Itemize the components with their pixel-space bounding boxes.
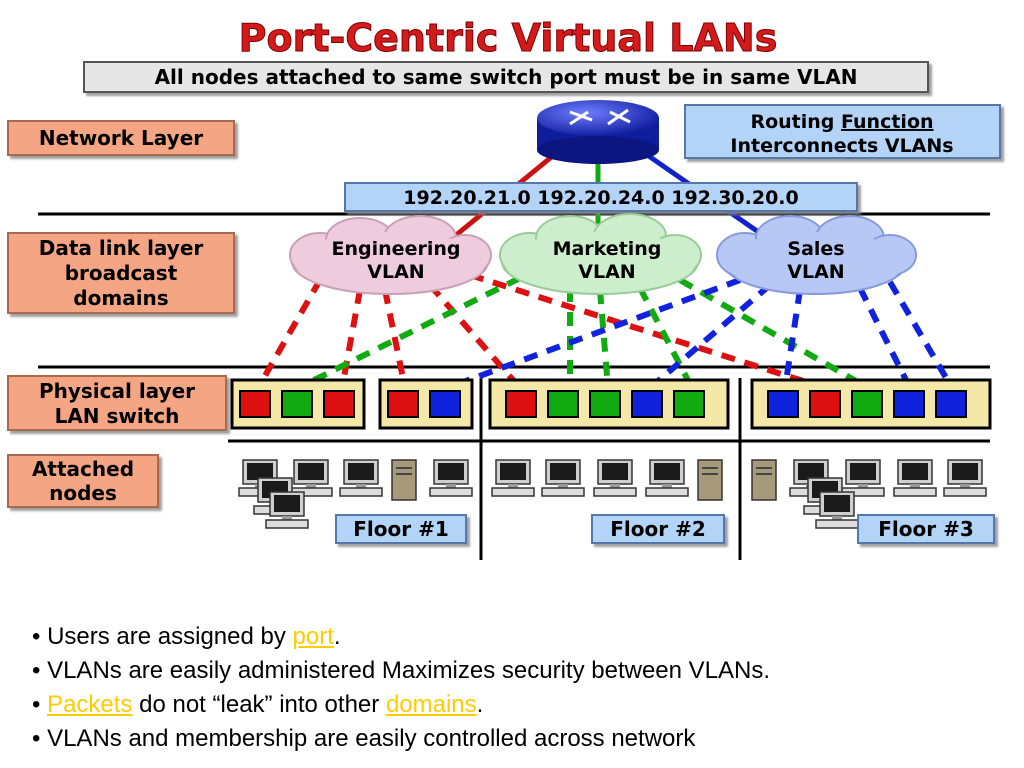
svg-text:broadcast: broadcast (65, 261, 178, 285)
switch-port-red (809, 390, 841, 418)
switch-port-red (387, 390, 419, 418)
svg-text:Floor #3: Floor #3 (878, 517, 974, 541)
svg-text:VLAN: VLAN (787, 261, 844, 283)
svg-text:Network Layer: Network Layer (39, 126, 203, 150)
svg-text:VLAN: VLAN (367, 261, 424, 283)
routing-line2: Interconnects VLANs (730, 135, 953, 157)
svg-text:Floor #2: Floor #2 (610, 517, 706, 541)
workstation-icon (541, 459, 585, 497)
svg-text:Sales: Sales (787, 238, 844, 260)
bullet-item: • Users are assigned by port. (32, 623, 341, 650)
workstation-icon (815, 491, 859, 529)
switch-port-blue (935, 390, 967, 418)
lan-switch-group (378, 378, 474, 430)
svg-text:Data link layer: Data link layer (39, 236, 204, 260)
floor-3-label: Floor #3 (857, 514, 995, 544)
svg-text:Physical layer: Physical layer (39, 379, 195, 403)
function-link: Function (841, 111, 934, 133)
switch-port-green (589, 390, 621, 418)
routing-label: Routing (750, 111, 841, 133)
svg-text:nodes: nodes (49, 481, 117, 505)
server-icon (697, 459, 723, 501)
workstation-icon (645, 459, 689, 497)
lan-switch-group (488, 378, 730, 430)
vlan-cloud-sales: Sales VLAN (716, 215, 917, 295)
svg-text:VLAN: VLAN (578, 261, 635, 283)
domains-link[interactable]: domains (385, 691, 477, 718)
workstation-icon (265, 491, 309, 529)
router-icon (537, 100, 659, 164)
physical-layer-label: Physical layer LAN switch (7, 375, 227, 431)
subnet-box: 192.20.21.0 192.20.24.0 192.30.20.0 (344, 182, 858, 212)
subnet-addresses: 192.20.21.0 192.20.24.0 192.30.20.0 (403, 187, 798, 209)
switch-port-blue (429, 390, 461, 418)
vlan-cloud-marketing: Marketing VLAN (499, 213, 702, 295)
server-icon (751, 459, 777, 501)
svg-text:LAN switch: LAN switch (55, 404, 180, 428)
svg-text:Marketing: Marketing (553, 238, 662, 260)
subtitle-text: All nodes attached to same switch port m… (155, 65, 858, 89)
lan-switch-group (750, 378, 992, 430)
bullet-item: • VLANs are easily administered Maximize… (32, 657, 771, 684)
diagram-title: Port-Centric Virtual LANs (239, 16, 778, 60)
bullet-list: • Users are assigned by port. • VLANs ar… (32, 620, 1012, 756)
switch-port-blue (631, 390, 663, 418)
floor-2-label: Floor #2 (591, 514, 725, 544)
workstation-icon (491, 459, 535, 497)
attached-nodes-label: Attached nodes (7, 454, 159, 508)
switch-port-green (851, 390, 883, 418)
switch-port-green (673, 390, 705, 418)
floor-1-label: Floor #1 (335, 514, 467, 544)
server-icon (391, 459, 417, 501)
svg-text:Routing Function: Routing Function (750, 111, 933, 133)
workstation-icon (943, 459, 987, 497)
subtitle-box: All nodes attached to same switch port m… (83, 61, 929, 93)
switch-port-green (547, 390, 579, 418)
svg-text:Engineering: Engineering (332, 238, 461, 260)
svg-text:domains: domains (73, 286, 168, 310)
routing-function-box: Routing Function Interconnects VLANs (684, 104, 1001, 159)
port-link[interactable]: port (292, 623, 334, 650)
network-layer-label: Network Layer (7, 120, 235, 156)
switch-port-red (323, 390, 355, 418)
svg-text:Attached: Attached (32, 457, 134, 481)
switch-port-green (281, 390, 313, 418)
switch-port-blue (893, 390, 925, 418)
switch-port-red (239, 390, 271, 418)
bullet-item: • VLANs and membership are easily contro… (32, 725, 696, 752)
vlan-cloud-engineering: Engineering VLAN (289, 215, 492, 295)
workstation-icon (429, 459, 473, 497)
vlan-connections (255, 272, 955, 391)
workstation-icon (593, 459, 637, 497)
bullet-item: • Packets do not “leak” into other domai… (32, 691, 484, 718)
workstation-icon (893, 459, 937, 497)
datalink-layer-label: Data link layer broadcast domains (7, 232, 235, 314)
switch-port-red (505, 390, 537, 418)
switch-port-blue (767, 390, 799, 418)
workstation-icon (841, 459, 885, 497)
lan-switch-group (230, 378, 366, 430)
svg-text:Floor #1: Floor #1 (353, 517, 449, 541)
vlan-diagram: Port-Centric Virtual LANs All nodes atta… (7, 16, 1001, 560)
workstation-icon (339, 459, 383, 497)
workstation-icon (289, 459, 333, 497)
packets-link[interactable]: Packets (47, 691, 133, 718)
